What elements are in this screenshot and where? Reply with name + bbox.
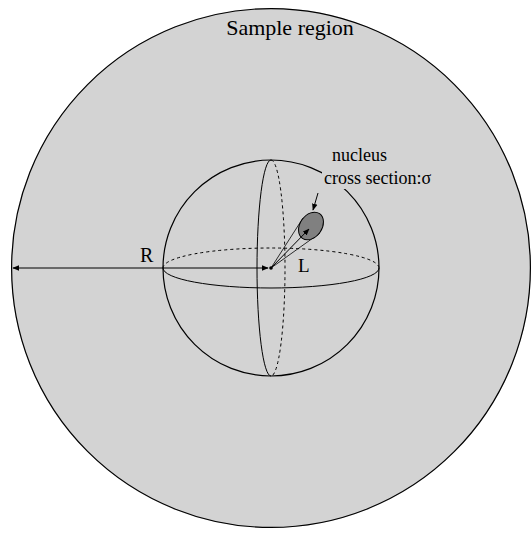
region-outline <box>11 8 531 528</box>
radius-arrow <box>13 268 268 269</box>
callout-label: cross section:σ <box>322 169 433 189</box>
sample-region-fill <box>11 8 531 528</box>
callout-label: nucleus <box>332 146 387 166</box>
center-dot <box>269 266 273 270</box>
region-circle: Sample region <box>11 8 531 528</box>
equator-back <box>163 248 379 268</box>
meridian-back <box>271 160 285 376</box>
region-title: Sample region <box>226 16 354 40</box>
dimension-label: L <box>298 256 310 277</box>
equator-front <box>163 268 379 288</box>
dimension-label: R <box>140 244 153 266</box>
leader-arrow <box>313 193 318 210</box>
